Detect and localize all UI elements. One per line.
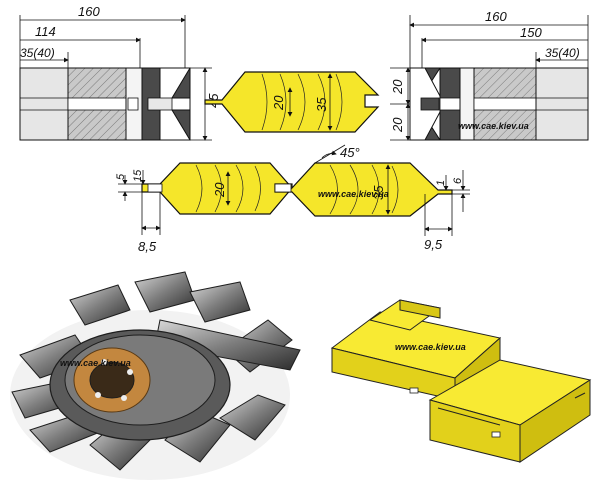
dim-top-board: 35 <box>314 97 329 112</box>
board-profile-top: 20 35 <box>204 71 380 133</box>
watermark-top: www.cae.kiev.ua <box>458 121 529 131</box>
cutter-head-photo: www.cae.kiev.ua <box>10 271 301 480</box>
dim-right-lower: 20 <box>390 117 405 133</box>
dim-bl-board: 20 <box>212 182 227 198</box>
shaft-right <box>535 67 589 141</box>
dim-right-bore: 35(40) <box>545 46 580 60</box>
dim-br-board: 35 <box>371 185 386 200</box>
dim-br-offset: 9,5 <box>424 237 443 252</box>
dim-right-upper: 20 <box>390 79 405 95</box>
dim-left-bore: 35(40) <box>20 46 55 60</box>
watermark-middle: www.cae.kiev.ua <box>318 189 389 199</box>
dim-br-width: 6 <box>452 177 464 184</box>
watermark-photo: www.cae.kiev.ua <box>60 358 131 368</box>
dim-left-total: 160 <box>78 4 100 19</box>
dim-bl-offset: 8,5 <box>138 239 157 254</box>
board-top-shape <box>204 71 380 133</box>
board-profile-bottom-right: 45° 35 1 6 9,5 www.cae.kiev.ua <box>274 144 470 252</box>
cutter-section-right: 160 150 35(40) 20 20 www.cae.kiev.ua <box>390 9 589 141</box>
shaft-left <box>19 67 71 141</box>
dim-left-inner: 114 <box>35 24 56 39</box>
dim-bl-slot-width: 15 <box>132 169 144 182</box>
watermark-3d: www.cae.kiev.ua <box>395 342 466 352</box>
dim-br-depth: 1 <box>435 180 447 186</box>
dim-top-tongue: 20 <box>271 95 286 111</box>
boards-3d: www.cae.kiev.ua <box>330 299 592 463</box>
dim-right-total: 160 <box>485 9 507 24</box>
dim-right-inner: 150 <box>520 25 542 40</box>
dim-bl-slot-depth: 5 <box>115 173 127 180</box>
dim-br-angle: 45° <box>340 145 360 160</box>
cutter-section-left: 160 114 35(40) 45 <box>19 4 221 141</box>
board-profile-bottom-left: 20 5 15 8,5 <box>115 162 293 254</box>
